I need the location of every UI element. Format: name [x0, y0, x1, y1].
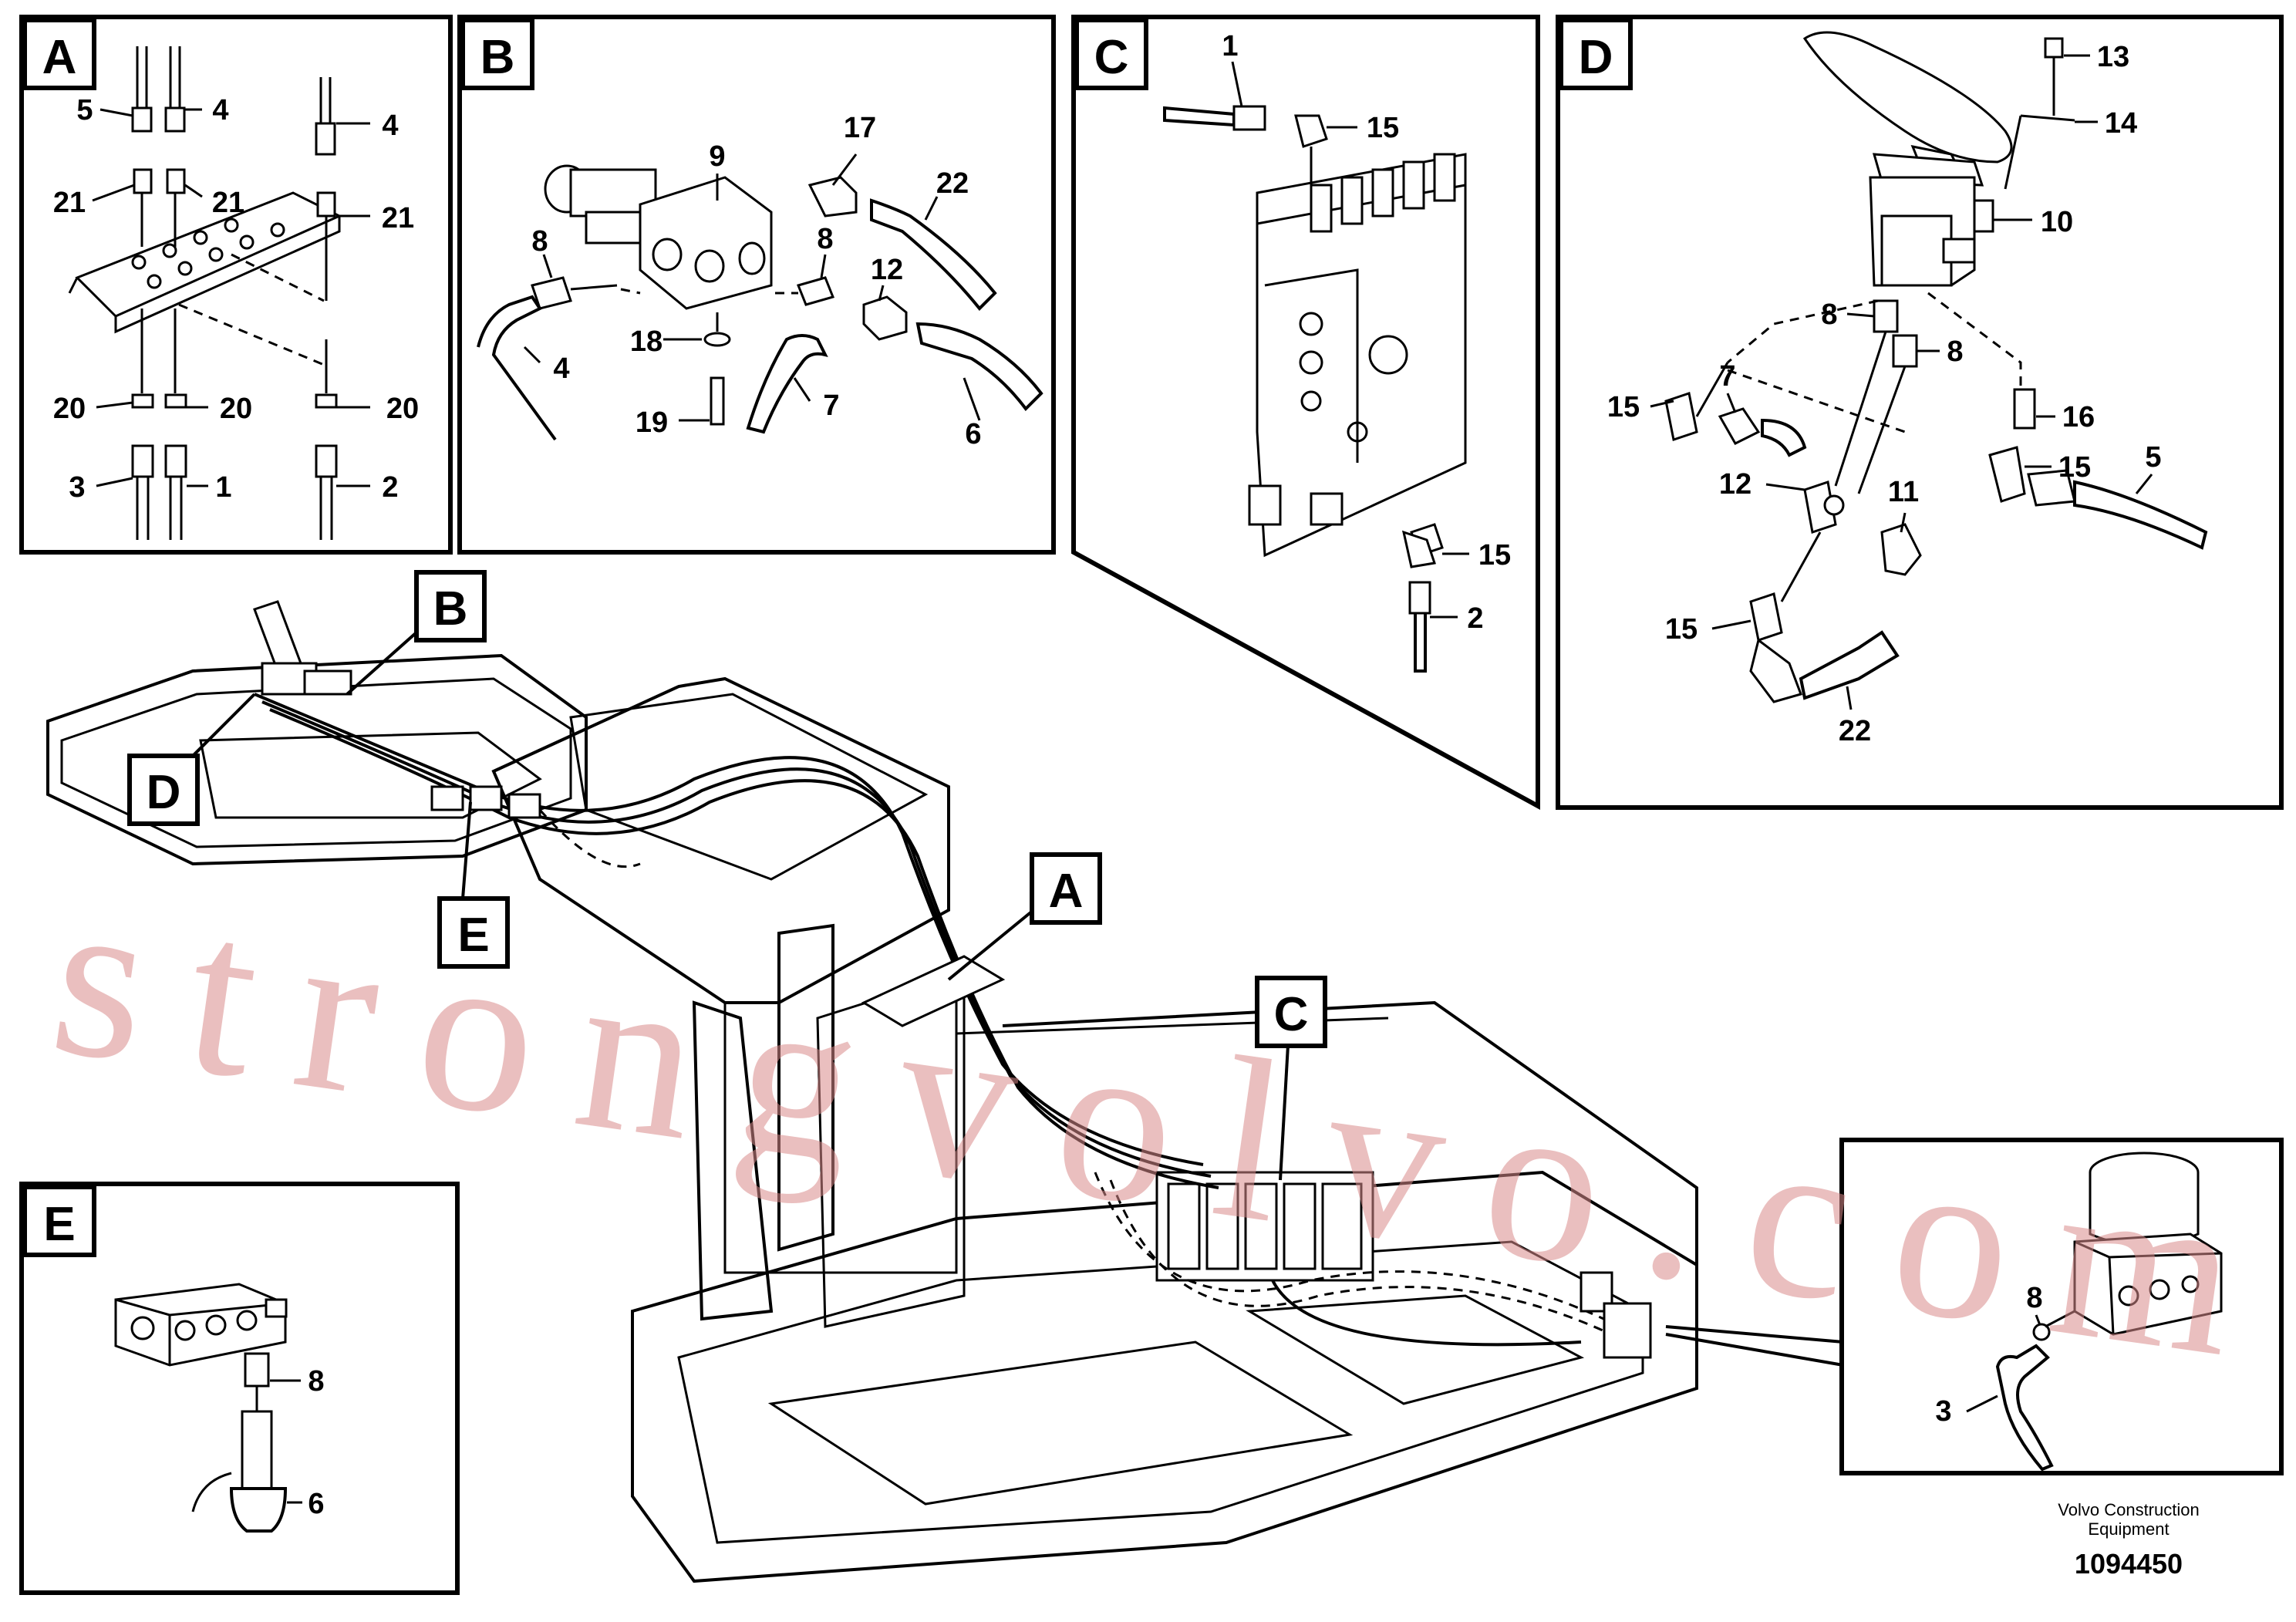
panel-e-label-box — [22, 1185, 96, 1257]
detail-panel-b: B — [457, 15, 1056, 555]
callout-d-13: 13 — [2097, 41, 2129, 73]
footer: Volvo Construction Equipment 1094450 — [2036, 1500, 2221, 1580]
panel-b-label-box — [460, 18, 534, 90]
callout-a-21: 21 — [53, 187, 86, 219]
callout-b-6: 6 — [965, 418, 981, 450]
callout-d-16: 16 — [2062, 401, 2095, 433]
panel-b-label: B — [480, 31, 515, 84]
callout-a-4b: 4 — [382, 110, 398, 142]
panel-a-label-box — [22, 18, 96, 90]
callout-d-7: 7 — [1719, 360, 1735, 393]
callout-d-5: 5 — [2145, 441, 2161, 474]
solenoid-valve — [544, 164, 773, 310]
callout-a-21b: 21 — [212, 187, 244, 219]
callout-a-20b: 20 — [220, 393, 252, 425]
valve-bank — [1248, 153, 1467, 558]
callout-b-4: 4 — [553, 352, 569, 385]
callout-f-3: 3 — [1935, 1395, 1951, 1428]
callout-a-5: 5 — [76, 94, 93, 126]
callout-a-1: 1 — [215, 471, 231, 504]
callout-a-2: 2 — [382, 471, 398, 504]
callout-d-15b: 15 — [2058, 451, 2091, 484]
control-valve-block — [1155, 1171, 1374, 1282]
callout-b-22: 22 — [936, 167, 969, 200]
drawing-number: 1094450 — [2074, 1548, 2183, 1580]
callout-d-22: 22 — [1839, 715, 1871, 747]
callout-a-4: 4 — [212, 94, 228, 126]
callout-c-15b: 15 — [1478, 539, 1511, 572]
panel-c-label-box — [1074, 18, 1148, 90]
callout-e-6: 6 — [308, 1488, 324, 1520]
panel-d-label: D — [1579, 31, 1613, 84]
main-assembly-drawing — [46, 600, 1698, 1583]
callout-d-12: 12 — [1719, 468, 1752, 501]
callout-e-8: 8 — [308, 1365, 324, 1398]
callout-c-15: 15 — [1367, 112, 1399, 144]
detail-panel-a: A — [19, 15, 453, 555]
callout-a-3: 3 — [69, 471, 85, 504]
main-label-c: C — [1274, 988, 1309, 1041]
callout-a-20: 20 — [53, 393, 86, 425]
detail-panel-pilot-pump: 8 3 — [1839, 1138, 2284, 1475]
main-label-e: E — [457, 909, 489, 962]
callout-a-21c: 21 — [382, 202, 414, 234]
callout-f-8: 8 — [2026, 1282, 2042, 1314]
callout-b-19: 19 — [636, 406, 668, 439]
callout-b-17: 17 — [844, 112, 876, 144]
callout-d-15c: 15 — [1665, 613, 1698, 646]
panel-e-label: E — [43, 1198, 75, 1251]
detail-panel-d: D — [1556, 15, 2284, 810]
main-label-b: B — [433, 582, 468, 636]
callout-b-12: 12 — [871, 254, 903, 286]
callout-d-11: 11 — [1888, 476, 1919, 508]
callout-d-10: 10 — [2041, 206, 2073, 238]
detail-panel-e: E 8 6 — [19, 1182, 460, 1595]
main-label-a: A — [1049, 865, 1084, 918]
callout-c-2: 2 — [1467, 602, 1483, 635]
callout-a-20c: 20 — [386, 393, 419, 425]
callout-b-8b: 8 — [817, 223, 833, 255]
detail-panel-c: C 1 1 — [1071, 15, 1540, 811]
main-label-d: D — [147, 766, 181, 819]
callout-d-15: 15 — [1607, 391, 1640, 423]
main-view-labels: B D E A C — [127, 570, 1327, 1048]
callout-b-18: 18 — [630, 325, 663, 358]
panel-d-label-box — [1559, 18, 1633, 90]
callout-d-8b: 8 — [1947, 336, 1963, 368]
callout-c-1: 1 — [1222, 30, 1238, 62]
callout-b-8: 8 — [531, 225, 548, 258]
panel-a-label: A — [42, 31, 77, 84]
footer-company-line1: Volvo Construction — [2058, 1500, 2200, 1519]
callout-d-8: 8 — [1821, 298, 1837, 331]
callout-d-14: 14 — [2105, 107, 2137, 140]
callout-b-7: 7 — [823, 389, 839, 422]
panel-c-label: C — [1094, 31, 1129, 84]
footer-company-line2: Equipment — [2088, 1519, 2170, 1539]
callout-b-9: 9 — [709, 140, 725, 173]
